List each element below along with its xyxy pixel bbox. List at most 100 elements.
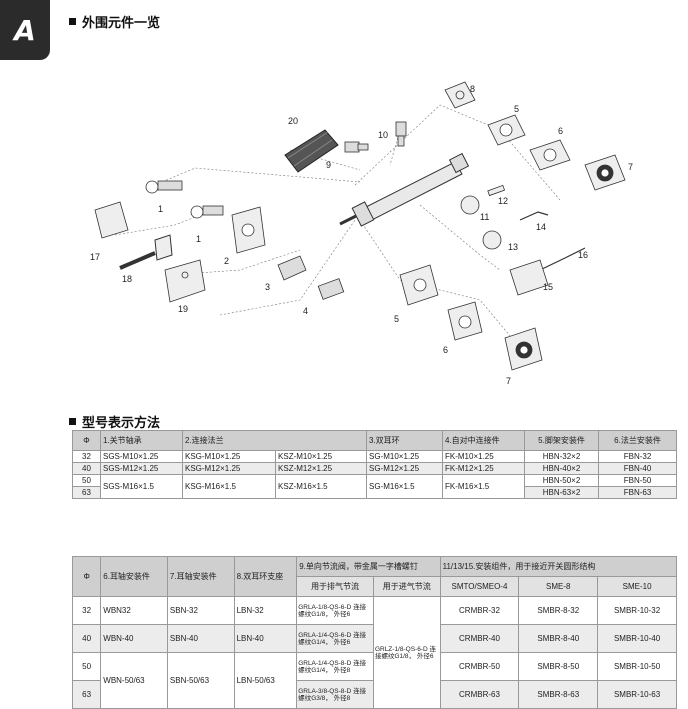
part-number: 14: [536, 222, 546, 232]
cell: SG-M16×1.5: [366, 474, 443, 499]
cell: SMBR-10-32: [597, 596, 677, 625]
foot-mount: [487, 114, 526, 146]
cell: KSZ-M10×1.25: [275, 450, 367, 463]
model-table-2: Φ 6.耳轴安装件 7.耳轴安装件 8.双耳环支座 9.单向节流阀，带金属一字槽…: [71, 556, 678, 709]
foot-mount-lower: [399, 264, 439, 306]
trunnion-mount-lower: [504, 327, 543, 371]
cell: FBN-50: [598, 474, 677, 487]
part-number: 12: [498, 196, 508, 206]
table-row: 50 SGS-M16×1.5 KSG-M16×1.5 KSZ-M16×1.5 S…: [72, 474, 677, 499]
part-number: 7: [506, 376, 511, 386]
cell: GRLA-1/4-QS-6-D 连接螺纹G1/4， 外径6: [296, 624, 374, 653]
header-exhaust: 用于排气节流: [296, 576, 374, 597]
header-inlet: 用于进气节流: [372, 576, 441, 597]
part-number: 1: [158, 204, 163, 214]
part-number: 5: [394, 314, 399, 324]
bellows: [284, 129, 339, 173]
flange-mount: [529, 139, 571, 171]
header-sme10: SME-10: [597, 576, 677, 597]
cell: 63: [71, 680, 102, 709]
model-heading: 型号表示方法: [69, 412, 160, 431]
part-number: 1: [196, 234, 201, 244]
table-header: Φ 6.耳轴安装件 7.耳轴安装件 8.双耳环支座 9.单向节流阀，带金属一字槽…: [71, 556, 678, 597]
sensor-clamp: [460, 184, 506, 250]
rod-end-bearing: [145, 180, 224, 219]
part-number: 19: [178, 304, 188, 314]
mounting-kit: [509, 259, 549, 296]
part-number: 13: [508, 242, 518, 252]
part-number: 6: [443, 345, 448, 355]
threaded-rod: [119, 234, 173, 270]
cell: SGS-M16×1.5: [100, 474, 183, 499]
cell: WBN-50/63: [100, 652, 168, 709]
cell: SMBR-10-40: [597, 624, 677, 653]
cell: CRMBR-40: [439, 624, 520, 653]
cell: KSG-M16×1.5: [181, 474, 277, 499]
header-smto: SMTO/SMEO-4: [439, 576, 520, 597]
cell: SMBR-8-40: [518, 624, 599, 653]
double-clevis: [277, 255, 307, 281]
cell: LBN-50/63: [233, 652, 298, 709]
cell: SMBR-8-63: [518, 680, 599, 709]
table-row: 40 WBN-40 SBN-40 LBN-40 GRLA-1/4-QS-6-D …: [71, 624, 677, 653]
header-bore: Φ: [71, 556, 102, 597]
cell: SG-M10×1.25: [366, 450, 443, 463]
part-number: 2: [224, 256, 229, 266]
table-subheader: 用于排气节流 用于进气节流 SMTO/SMEO-4 SME-8 SME-10: [73, 576, 677, 597]
cell: 50: [72, 474, 101, 487]
cell: FBN-40: [598, 462, 677, 475]
cell: 32: [72, 450, 101, 463]
cell: 32: [71, 596, 102, 625]
part-number: 7: [628, 162, 633, 172]
part-number: 17: [90, 252, 100, 262]
header-trunnion-2: 7.耳轴安装件: [166, 556, 235, 597]
trunnion-mount: [584, 154, 626, 191]
appearance-heading: 外围元件一览: [69, 12, 160, 31]
table-row: 40 SGS-M12×1.25 KSG-M12×1.25 KSZ-M12×1.2…: [72, 462, 677, 475]
cell: SMBR-10-50: [597, 652, 677, 681]
cell: 50: [71, 652, 102, 681]
cell: SGS-M10×1.25: [100, 450, 183, 463]
cell: WBN32: [100, 596, 168, 625]
cell: 40: [72, 462, 101, 475]
cell: FK-M16×1.5: [442, 474, 525, 499]
part-number: 18: [122, 274, 132, 284]
table-row: 50 WBN-50/63 SBN-50/63 LBN-50/63 GRLA-1/…: [71, 652, 677, 709]
cell: HBN-63×2: [524, 486, 599, 499]
model-table-1: Φ 1.关节轴承 2.连接法兰 3.双耳环 4.自对中连接件 5.脚架安装件 6…: [72, 430, 677, 499]
bullet-square-icon: [69, 418, 76, 425]
part-number: 15: [543, 282, 553, 292]
section-letter: A: [14, 13, 36, 47]
header-trunnion: 6.耳轴安装件: [100, 556, 168, 597]
header-foot-mount: 5.脚架安装件: [524, 430, 599, 451]
cell: SMBR-8-32: [518, 596, 599, 625]
cell: LBN-32: [233, 596, 298, 625]
cell: HBN-50×2: [524, 474, 599, 487]
bullet-square-icon: [69, 18, 76, 25]
cell: WBN-40: [100, 624, 168, 653]
cell: LBN-40: [233, 624, 298, 653]
model-title: 型号表示方法: [82, 416, 161, 431]
header-flange-mount: 6.法兰安装件: [598, 430, 677, 451]
cell: SMBR-10-63: [597, 680, 677, 709]
part-number: 20: [288, 116, 298, 126]
cell: HBN-32×2: [524, 450, 599, 463]
connecting-flange: [231, 206, 266, 254]
header-self-align: 4.自对中连接件: [442, 430, 525, 451]
cell: FBN-32: [598, 450, 677, 463]
header-throttle-valve: 9.单向节流阀，带金属一字槽螺钉: [296, 556, 441, 577]
part-number: 11: [480, 212, 489, 222]
part-number: 3: [265, 282, 270, 292]
cell: SG-M12×1.25: [366, 462, 443, 475]
part-number: 10: [378, 130, 388, 140]
cell: CRMBR-32: [439, 596, 520, 625]
part-number: 6: [558, 126, 563, 136]
table-row: 63 HBN-63×2 FBN-63: [72, 486, 677, 499]
clevis-joint: [94, 201, 129, 239]
cell: GRLA-1/8-QS-6-D 连接螺纹G1/8， 外径6: [296, 596, 374, 625]
part-number: 9: [326, 160, 331, 170]
cell: SBN-40: [166, 624, 235, 653]
part-number: 8: [470, 84, 475, 94]
cell: KSG-M12×1.25: [181, 462, 277, 475]
table-row: 32 SGS-M10×1.25 KSG-M10×1.25 KSZ-M10×1.2…: [72, 450, 677, 463]
